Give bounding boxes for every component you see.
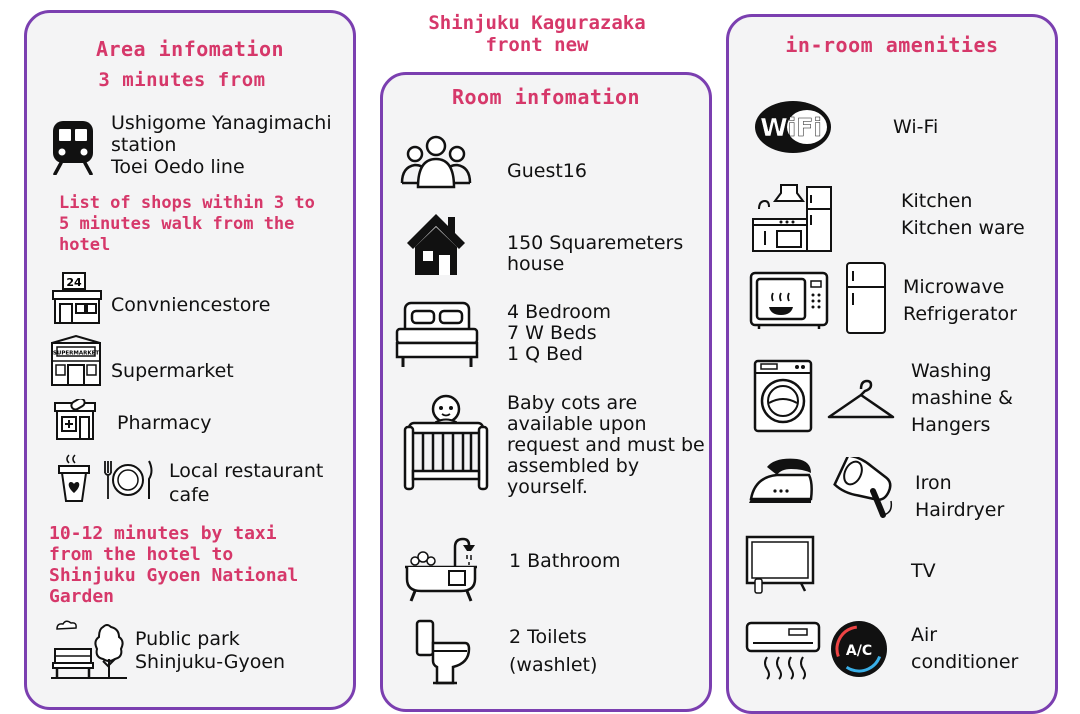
bathtub-icon: [401, 535, 481, 605]
shops-note-line-1: List of shops within 3 to: [59, 193, 315, 213]
wifi-icon: WiFi: [753, 99, 833, 155]
park-icon: [51, 619, 127, 681]
baby-cot-icon: [403, 393, 489, 493]
plate-cutlery-icon: [101, 459, 155, 501]
amenities-heading: in-room amenities: [785, 33, 999, 57]
refrigerator-icon: [845, 261, 887, 335]
bedroom-count: 4 Bedroom: [507, 301, 612, 323]
wifi-label: Wi-Fi: [893, 116, 939, 138]
hairdryer-icon: [833, 457, 897, 519]
kitchen-icon: [751, 183, 835, 253]
supermarket-icon: SUPERMARKET: [49, 335, 103, 387]
room-heading: Room infomation: [451, 85, 641, 109]
house-size: 150 Squaremeters: [507, 232, 684, 254]
page-title: Shinjuku Kagurazaka front new: [380, 12, 694, 56]
w-bed-count: 7 W Beds: [507, 322, 597, 344]
washing-machine-label: mashine &: [911, 387, 1013, 409]
cot-line-4: assembled by: [507, 455, 640, 477]
cot-line-5: yourself.: [507, 476, 588, 498]
hairdryer-label: Hairdryer: [915, 499, 1005, 521]
microwave-icon: [749, 271, 829, 331]
microwave-label: Microwave: [903, 276, 1005, 298]
cafe-label: cafe: [169, 484, 210, 506]
iron-label: Iron: [915, 472, 952, 494]
toilet-type: (washlet): [509, 654, 598, 676]
station-word: station: [111, 134, 177, 156]
minutes-heading: 3 minutes from: [98, 69, 266, 91]
park-name: Shinjuku-Gyoen: [135, 651, 286, 673]
amenities-panel: in-room amenities WiFi Wi-Fi Kitchen Kit…: [726, 14, 1058, 714]
refrigerator-label: Refrigerator: [903, 303, 1017, 325]
taxi-note-line-1: 10-12 minutes by taxi: [49, 523, 277, 544]
guest-count: Guest16: [507, 160, 587, 182]
iron-icon: [747, 453, 817, 509]
shops-note-line-3: hotel: [59, 235, 111, 255]
supermarket-sign-text: SUPERMARKET: [53, 351, 99, 357]
shops-note: List of shops within 3 to 5 minutes walk…: [59, 193, 315, 256]
hanger-icon: [825, 377, 897, 423]
bathroom-count: 1 Bathroom: [509, 550, 621, 572]
hangers-label: Hangers: [911, 414, 991, 436]
station-name: Ushigome Yanagimachi: [111, 112, 332, 134]
restaurant-label: Local restaurant: [169, 460, 324, 482]
convenience-store-label: Convniencestore: [111, 294, 271, 316]
q-bed-count: 1 Q Bed: [507, 343, 583, 365]
toilet-count: 2 Toilets: [509, 626, 587, 648]
kitchen-label: Kitchen: [901, 190, 973, 212]
supermarket-label: Supermarket: [111, 360, 234, 382]
room-information-panel: Room infomation Guest16 150 Squaremeters…: [380, 72, 712, 712]
taxi-note-line-3: Shinjuku Gyoen National: [49, 565, 299, 586]
convenience-store-icon: 24: [51, 271, 103, 325]
kitchen-ware-label: Kitchen ware: [901, 217, 1025, 239]
conditioner-label: conditioner: [911, 651, 1019, 673]
house-word: house: [507, 253, 565, 275]
train-icon: [49, 119, 97, 175]
station-line: Toei Oedo line: [111, 156, 245, 178]
house-icon: [405, 211, 467, 277]
ac-badge-icon: A/C: [829, 619, 889, 679]
title-line-1: Shinjuku Kagurazaka: [428, 12, 646, 34]
taxi-note: 10-12 minutes by taxi from the hotel to …: [49, 523, 298, 607]
air-conditioner-icon: [745, 621, 821, 681]
park-label: Public park: [135, 628, 240, 650]
store-sign-text: 24: [66, 276, 82, 289]
bed-icon: [395, 299, 479, 369]
washing-machine-icon: [753, 359, 813, 433]
shops-note-line-2: 5 minutes walk from the: [59, 214, 295, 234]
cot-line-1: Baby cots are: [507, 392, 638, 414]
washing-label: Washing: [911, 360, 992, 382]
cot-line-3: request and must be: [507, 434, 705, 456]
wifi-logo-text: WiFi: [760, 113, 822, 142]
tv-label: TV: [911, 560, 936, 582]
air-label: Air: [911, 624, 938, 646]
guests-icon: [399, 135, 473, 191]
taxi-note-line-4: Garden: [49, 586, 115, 607]
title-line-2: front new: [485, 34, 589, 56]
taxi-note-line-2: from the hotel to: [49, 544, 234, 565]
area-information-panel: Area infomation 3 minutes from Ushigome …: [24, 10, 356, 710]
tv-icon: [745, 535, 817, 595]
cot-line-2: available upon: [507, 413, 647, 435]
pharmacy-icon: [53, 399, 97, 441]
ac-badge-text: A/C: [846, 643, 872, 659]
toilet-icon: [413, 619, 473, 687]
pharmacy-label: Pharmacy: [117, 412, 212, 434]
coffee-cup-icon: [57, 453, 91, 503]
area-heading: Area infomation: [95, 37, 285, 61]
